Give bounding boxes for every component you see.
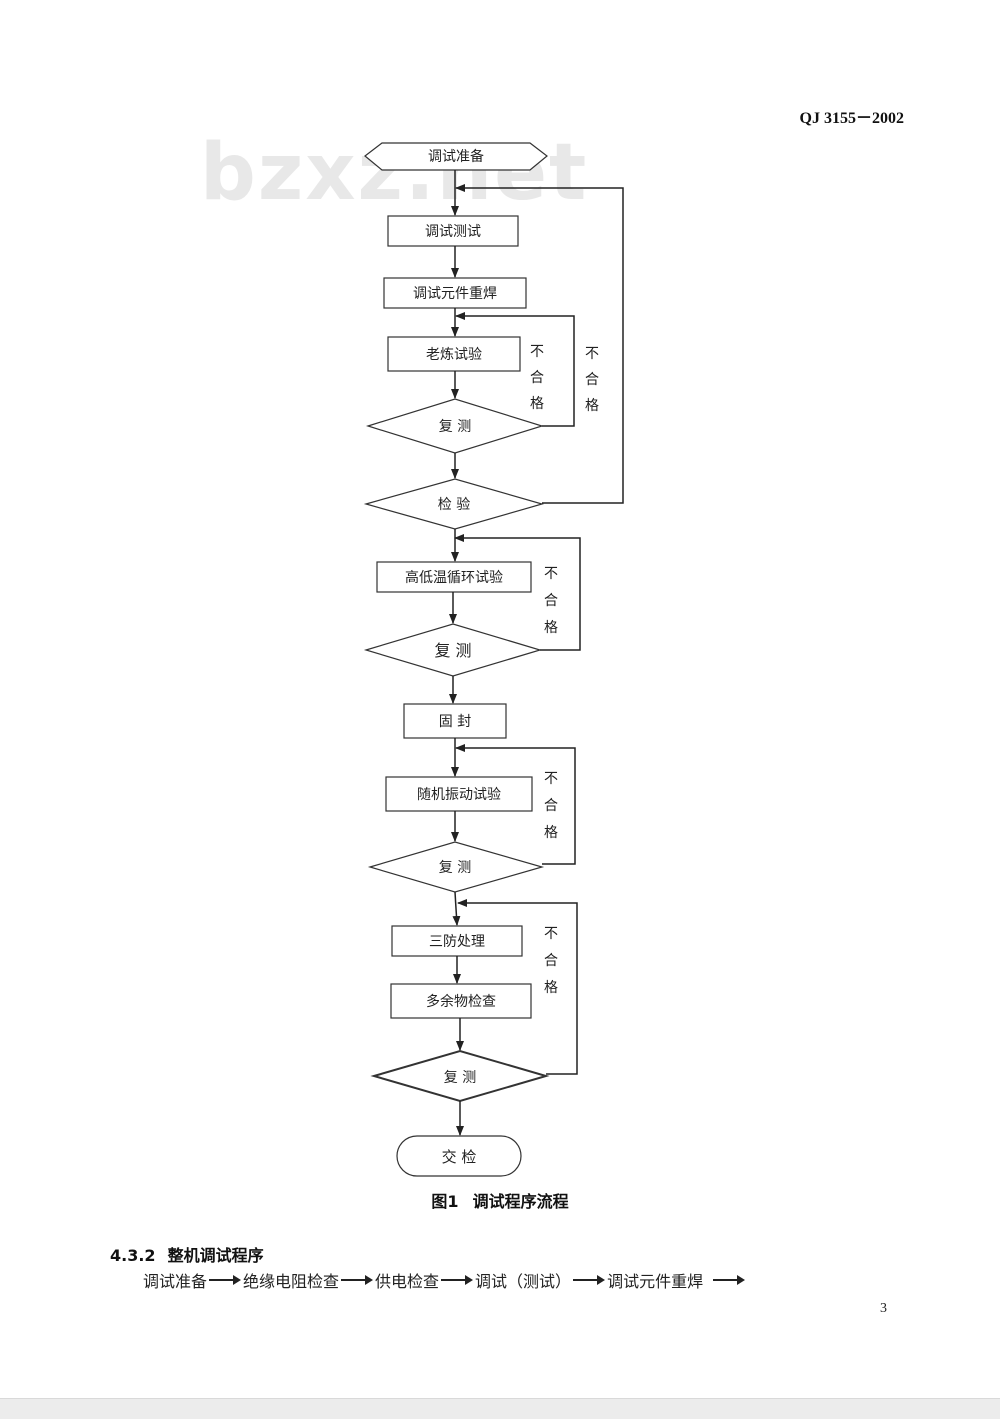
document-number: QJ 3155－2002 <box>799 110 904 127</box>
svg-text:不: 不 <box>530 344 544 360</box>
svg-text:不: 不 <box>585 346 599 362</box>
retest-4-fail-loop <box>457 899 578 1075</box>
svg-text:格: 格 <box>544 620 558 636</box>
right-arrow-icon <box>573 1274 606 1286</box>
retest-3-label: 复 测 <box>439 859 471 876</box>
burn-in-box <box>387 336 521 372</box>
svg-text:合: 合 <box>544 593 558 609</box>
debug-procedure-flowchart: 调试准备 调试测试 调试元件重焊 老炼试验 复 测 检 验 高低温循环试验 复 … <box>363 142 624 1177</box>
inspection-diamond <box>363 478 545 530</box>
section-number: 4.3.2 <box>110 1246 156 1265</box>
section-heading: 4.3.2 整机调试程序 <box>110 1242 264 1266</box>
sequence-step: 绝缘电阻检查 <box>243 1272 340 1291</box>
svg-text:合: 合 <box>585 372 599 388</box>
retest-1-label: 复 测 <box>439 418 471 435</box>
figure-title: 调试程序流程 <box>472 1192 569 1211</box>
svg-text:合: 合 <box>544 953 558 969</box>
svg-text:格: 格 <box>530 396 544 412</box>
seal-label: 固 封 <box>439 714 471 730</box>
retest-2-fail-loop <box>454 534 581 651</box>
sequence-step: 调试（测试） <box>475 1272 572 1291</box>
fail-label-retest-3: 不 合 格 <box>544 771 558 841</box>
svg-text:合: 合 <box>530 370 544 386</box>
foreign-object-check-label: 多余物检查 <box>426 993 496 1010</box>
page-number: 3 <box>880 1301 887 1316</box>
retest-2-label: 复 测 <box>434 641 471 660</box>
inspection-label: 检 验 <box>438 497 470 513</box>
three-proofing-box <box>391 925 523 957</box>
fail-label-retest-1: 不 合 格 <box>530 344 544 412</box>
temp-cycle-box <box>376 561 532 593</box>
resolder-box <box>383 277 527 309</box>
svg-text:格: 格 <box>544 980 558 996</box>
random-vibration-box <box>385 776 533 812</box>
svg-text:不: 不 <box>544 926 558 942</box>
sequence-step: 调试准备 <box>143 1272 208 1291</box>
figure-number: 图1 <box>431 1192 459 1211</box>
svg-text:格: 格 <box>585 398 599 414</box>
random-vibration-label: 随机振动试验 <box>417 787 501 803</box>
start-node <box>364 142 548 171</box>
end-node <box>396 1135 522 1177</box>
figure-caption: 图1 调试程序流程 <box>0 1188 1000 1212</box>
svg-text:不: 不 <box>544 566 558 582</box>
temp-cycle-label: 高低温循环试验 <box>405 569 503 586</box>
fail-label-inspection: 不 合 格 <box>585 346 599 414</box>
svg-text:不: 不 <box>544 771 558 787</box>
procedure-sequence: 调试准备 绝缘电阻检查 供电检查 调试（测试） 调试元件重焊 <box>143 1268 747 1292</box>
fail-label-retest-2: 不 合 格 <box>544 566 558 636</box>
section-title: 整机调试程序 <box>167 1246 264 1265</box>
retest-4-diamond <box>370 1049 550 1103</box>
foreign-object-check-box <box>390 983 532 1019</box>
debug-test-box <box>387 215 519 247</box>
retest-3-diamond <box>367 841 545 893</box>
sequence-step: 调试元件重焊 <box>607 1272 704 1291</box>
inspection-fail-loop <box>455 184 624 504</box>
svg-text:格: 格 <box>544 825 558 841</box>
right-arrow-icon <box>713 1274 746 1286</box>
debug-test-label: 调试测试 <box>425 224 481 240</box>
start-label: 调试准备 <box>428 148 484 165</box>
retest-4-label: 复 测 <box>444 1069 476 1086</box>
burn-in-label: 老炼试验 <box>426 347 482 363</box>
sequence-step: 供电检查 <box>375 1272 440 1291</box>
svg-text:合: 合 <box>544 798 558 814</box>
right-arrow-icon <box>209 1274 242 1286</box>
end-label: 交 检 <box>442 1148 477 1166</box>
retest-1-fail-loop <box>455 312 575 427</box>
resolder-label: 调试元件重焊 <box>413 286 497 302</box>
fail-label-retest-4: 不 合 格 <box>544 926 558 996</box>
page-bottom-edge <box>0 1398 1000 1419</box>
retest-3-fail-loop <box>455 744 576 865</box>
right-arrow-icon <box>341 1274 374 1286</box>
right-arrow-icon <box>441 1274 474 1286</box>
three-proofing-label: 三防处理 <box>429 934 485 950</box>
